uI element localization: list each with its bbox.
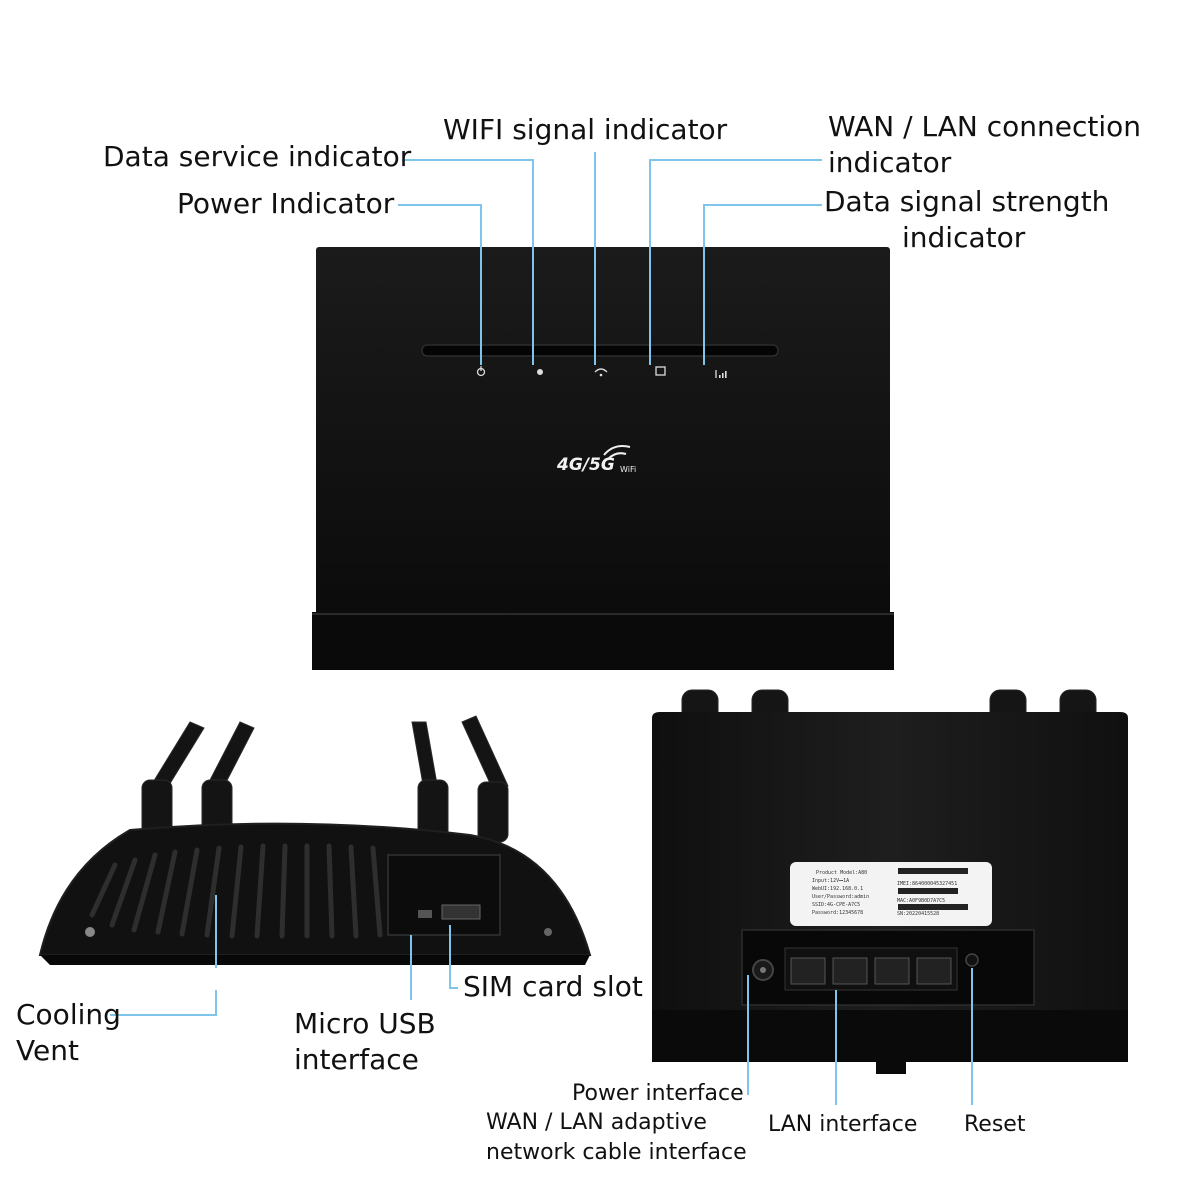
label-data-signal-strength-line2: indicator bbox=[902, 221, 1026, 254]
label-micro-usb-line2: interface bbox=[294, 1043, 419, 1076]
sticker-line: MAC:A0F9B0D7A7C5 bbox=[897, 898, 945, 904]
label-wan-lan-connection-line1: WAN / LAN connection bbox=[828, 110, 1142, 143]
data-service-led-icon bbox=[537, 369, 543, 375]
label-cooling-vent-line2: Vent bbox=[16, 1034, 79, 1067]
power-led-icon bbox=[476, 366, 486, 377]
label-power-indicator: Power Indicator bbox=[177, 187, 395, 220]
label-micro-usb-line1: Micro USB bbox=[294, 1007, 436, 1040]
label-reset: Reset bbox=[964, 1112, 1026, 1137]
label-wan-lan-connection-line2: indicator bbox=[828, 146, 952, 179]
wifi-led-icon bbox=[594, 368, 608, 377]
label-power-interface: Power interface bbox=[572, 1081, 744, 1106]
sticker-line: IMEI:864000045327451 bbox=[897, 881, 957, 887]
sticker-line: SN:20220415528 bbox=[897, 911, 939, 917]
wan-lan-led-icon bbox=[655, 366, 666, 376]
signal-strength-led-icon bbox=[715, 370, 727, 378]
sticker-text: Product Model:A80 Input:12V⎓1A WebUI:192… bbox=[812, 870, 957, 917]
label-lan-interface: LAN interface bbox=[768, 1112, 918, 1137]
callout-lines bbox=[110, 152, 973, 1105]
label-sim-card-slot: SIM card slot bbox=[463, 970, 643, 1003]
label-cooling-vent-line1: Cooling bbox=[16, 998, 121, 1031]
router-logo: 4G/5G WiFi bbox=[556, 445, 636, 475]
sticker-line: Product Model:A80 bbox=[816, 870, 867, 876]
sticker-line: SSID:4G-CPE-A7C5 bbox=[812, 902, 860, 908]
front-router: 4G/5G WiFi bbox=[312, 247, 894, 670]
label-wifi-signal-indicator: WIFI signal indicator bbox=[443, 113, 728, 146]
sticker-line: User/Password:admin bbox=[812, 894, 869, 900]
label-data-service-indicator: Data service indicator bbox=[103, 140, 412, 173]
label-wan-lan-adaptive-line2: network cable interface bbox=[486, 1140, 747, 1165]
side-router bbox=[38, 715, 592, 965]
logo-4g5g-text: 4G/5G bbox=[556, 455, 615, 475]
back-router: Product Model:A80 Input:12V⎓1A WebUI:192… bbox=[652, 689, 1128, 1074]
barcode bbox=[898, 868, 968, 910]
sticker-line: Password:12345678 bbox=[812, 910, 863, 916]
logo-wifi-text: WiFi bbox=[620, 465, 636, 474]
sticker-line: Input:12V⎓1A bbox=[812, 878, 849, 884]
label-wan-lan-adaptive-line1: WAN / LAN adaptive bbox=[486, 1110, 707, 1135]
sticker-line: WebUI:192.168.0.1 bbox=[812, 886, 863, 892]
label-data-signal-strength-line1: Data signal strength bbox=[824, 185, 1110, 218]
